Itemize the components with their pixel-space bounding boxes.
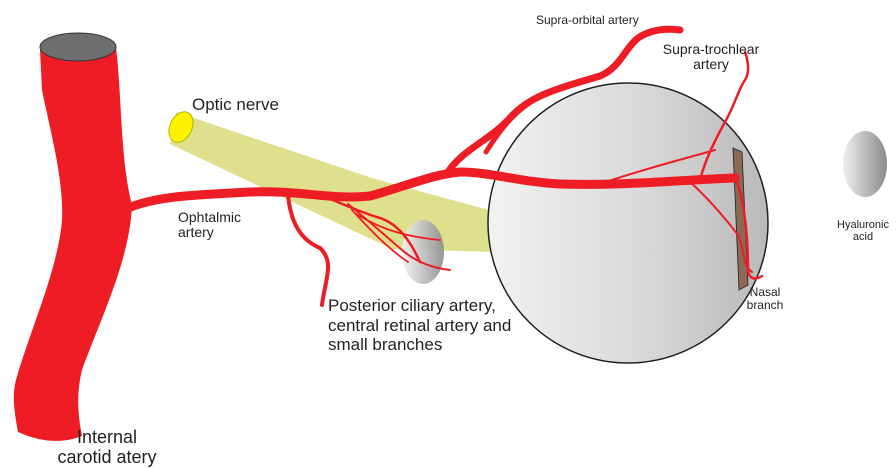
- carotid-lumen: [40, 33, 116, 61]
- label-supra-orbital: Supra-orbital artery: [536, 14, 639, 27]
- label-internal-carotid: Internal carotid atery: [52, 428, 162, 468]
- internal-carotid-artery: [14, 33, 132, 441]
- label-supra-trochlear: Supra-trochlear artery: [655, 42, 767, 73]
- label-posterior-ciliary: Posterior ciliary artery, central retina…: [328, 296, 543, 355]
- label-ophthalmic: Ophtalmic artery: [178, 210, 258, 241]
- optic-disc-lens: [402, 220, 444, 284]
- label-optic-nerve: Optic nerve: [192, 96, 279, 115]
- hyaluronic-acid-shape: [843, 131, 887, 197]
- label-hyaluronic-acid: Hyaluronic acid: [830, 219, 896, 243]
- label-nasal-branch: Nasal branch: [740, 286, 790, 312]
